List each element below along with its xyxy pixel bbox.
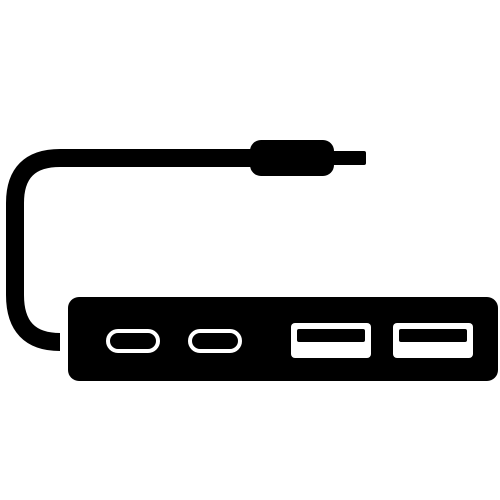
- plug-tip: [330, 151, 366, 165]
- hub-body: [68, 297, 498, 381]
- usb-a-port-2-tongue: [399, 329, 467, 342]
- plug-body: [250, 140, 334, 176]
- cable: [6, 149, 252, 351]
- usb-c-port-1: [106, 329, 160, 353]
- usb-c-port-2: [188, 329, 242, 353]
- usb-a-port-1-tongue: [297, 329, 365, 342]
